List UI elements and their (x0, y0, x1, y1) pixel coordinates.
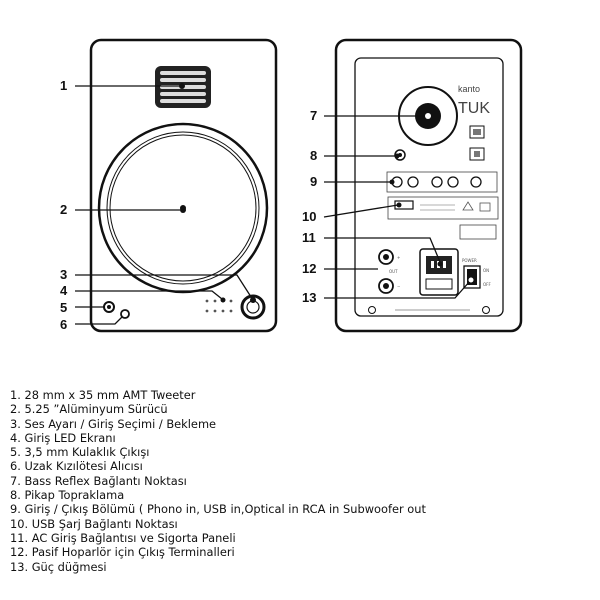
legend-item: 12. Pasif Hoparlör için Çıkış Terminalle… (10, 545, 235, 560)
callout-11: 11 (302, 230, 443, 267)
legend-item: 5. 3,5 mm Kulaklık Çıkışı (10, 445, 150, 460)
callout-1: 1 (60, 78, 185, 93)
volume-knob[interactable] (240, 294, 266, 320)
callout-4: 4 (60, 283, 226, 303)
svg-text:3: 3 (60, 267, 67, 282)
svg-text:8: 8 (310, 148, 317, 163)
plus-label: + (397, 255, 400, 260)
svg-text:13: 13 (302, 290, 316, 305)
phono-jack-r[interactable] (407, 176, 419, 188)
rca-jack-r[interactable] (447, 176, 459, 188)
callout-9: 9 (310, 174, 395, 189)
on-label: ON (483, 268, 489, 273)
legend-item: 9. Giriş / Çıkış Bölümü ( Phono in, USB … (10, 502, 426, 517)
optical-port[interactable] (469, 147, 485, 161)
callout-13: 13 (302, 277, 474, 305)
svg-text:7: 7 (310, 108, 317, 123)
legend-item: 7. Bass Reflex Bağlantı Noktası (10, 473, 187, 488)
brand-logo: kanto (458, 84, 480, 94)
model-logo: TUK (458, 100, 490, 117)
svg-text:10: 10 (302, 209, 316, 224)
svg-text:6: 6 (60, 317, 67, 332)
legend-item: 8. Pikap Topraklama (10, 488, 125, 503)
off-label: OFF (483, 282, 491, 287)
legend-item: 10. USB Şarj Bağlantı Noktası (10, 516, 178, 531)
svg-text:12: 12 (302, 261, 316, 276)
legend-list: 1. 28 mm x 35 mm AMT Tweeter 2. 5.25 ”Al… (10, 388, 595, 574)
callout-12: 12 (302, 261, 378, 276)
legend-item: 2. 5.25 ”Alüminyum Sürücü (10, 402, 168, 417)
legend-item: 13. Güç düğmesi (10, 559, 107, 574)
svg-text:2: 2 (60, 202, 67, 217)
callout-7: 7 (310, 108, 431, 123)
speaker-diagram: kanto TUK (60, 38, 523, 333)
screw (368, 306, 376, 314)
screw (482, 306, 490, 314)
rca-jack-l[interactable] (431, 176, 443, 188)
callout-3: 3 (60, 267, 256, 303)
usb-port[interactable] (469, 125, 485, 139)
callout-6: 6 (60, 316, 123, 332)
legend-item: 1. 28 mm x 35 mm AMT Tweeter (10, 388, 196, 402)
serial-label (459, 224, 497, 240)
out-label: OUT (389, 269, 398, 274)
callout-5: 5 (60, 300, 105, 315)
legend-item: 4. Giriş LED Ekranı (10, 430, 116, 445)
svg-text:11: 11 (302, 230, 316, 245)
svg-text:1: 1 (60, 78, 67, 93)
headphone-jack[interactable] (103, 301, 115, 313)
minus-label: − (397, 284, 400, 289)
io-section (386, 171, 498, 193)
callout-8: 8 (310, 148, 400, 163)
svg-text:4: 4 (60, 283, 68, 298)
ir-receiver (120, 309, 130, 319)
ac-inlet-fuse-panel (419, 248, 459, 296)
passive-output-terminals[interactable] (378, 249, 394, 294)
power-label: POWER (462, 258, 477, 263)
callout-10: 10 (302, 202, 402, 224)
usb-charging-area (387, 196, 499, 220)
sub-out-jack[interactable] (470, 176, 482, 188)
svg-text:5: 5 (60, 300, 67, 315)
legend-item: 11. AC Giriş Bağlantısı ve Sigorta Panel… (10, 530, 236, 545)
legend-item: 3. Ses Ayarı / Giriş Seçimi / Bekleme (10, 416, 217, 431)
svg-text:9: 9 (310, 174, 317, 189)
fuse-drawer[interactable] (425, 278, 453, 290)
callout-2: 2 (60, 202, 186, 217)
rear-speaker: kanto TUK (334, 38, 523, 333)
legend-item: 6. Uzak Kızılötesi Alıcısı (10, 459, 143, 474)
